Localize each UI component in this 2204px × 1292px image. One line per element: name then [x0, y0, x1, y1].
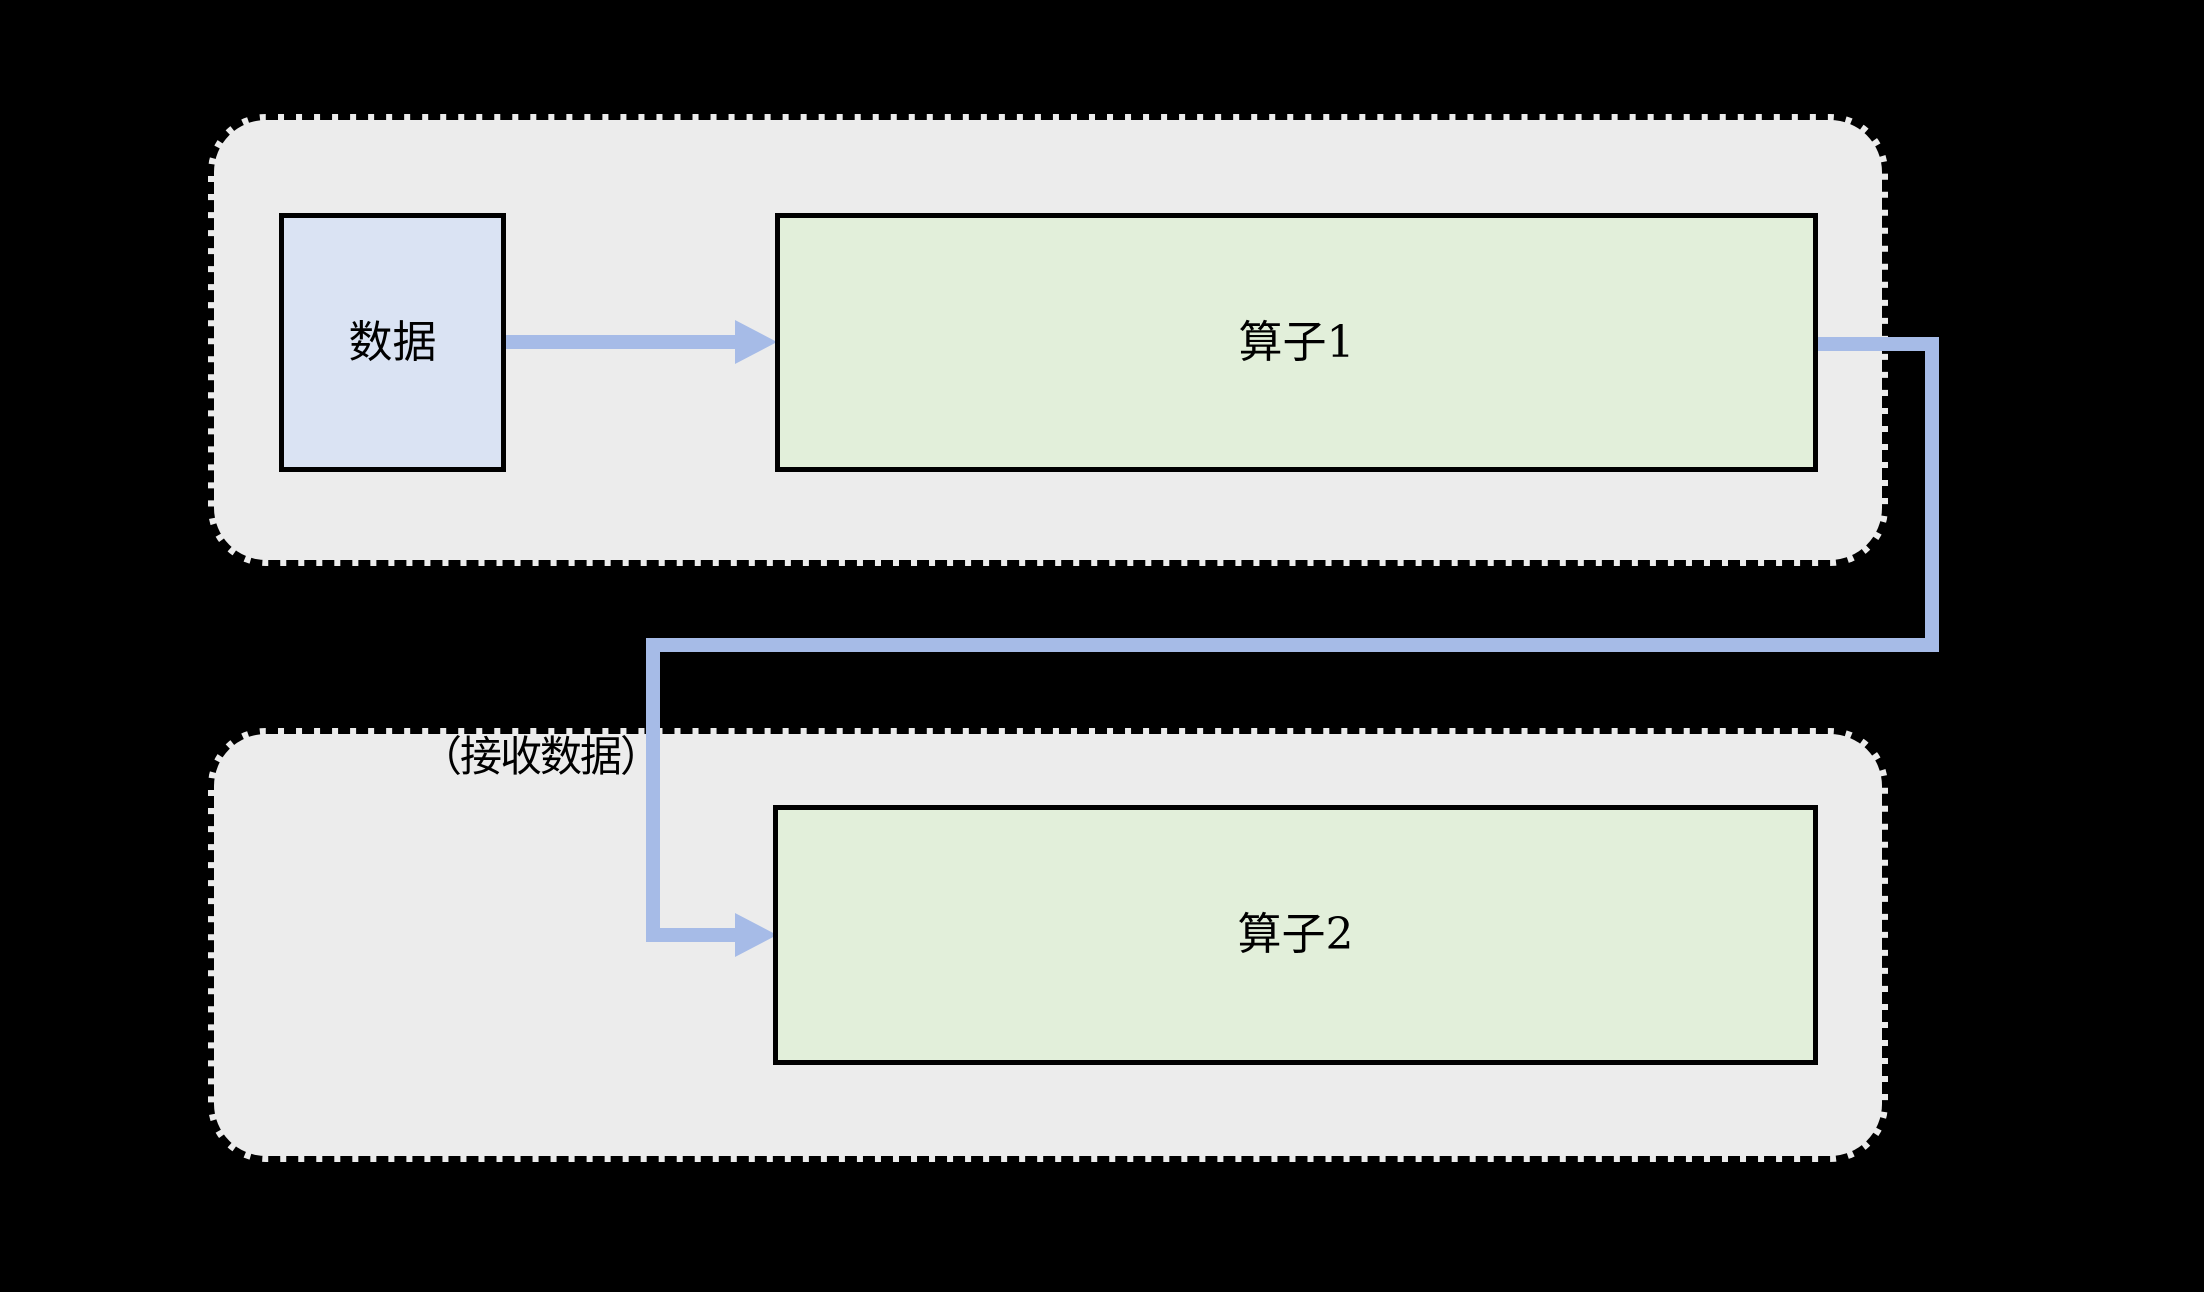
operator2-node-label: 算子2 [1237, 909, 1354, 960]
operator2-node: 算子2 [773, 805, 1818, 1065]
receive-data-label: （接收数据） [420, 732, 662, 781]
operator1-node-label: 算子1 [1238, 316, 1355, 368]
operator1-node: 算子1 [775, 213, 1818, 472]
data-node-label: 数据 [348, 316, 437, 368]
data-node: 数据 [279, 213, 506, 472]
